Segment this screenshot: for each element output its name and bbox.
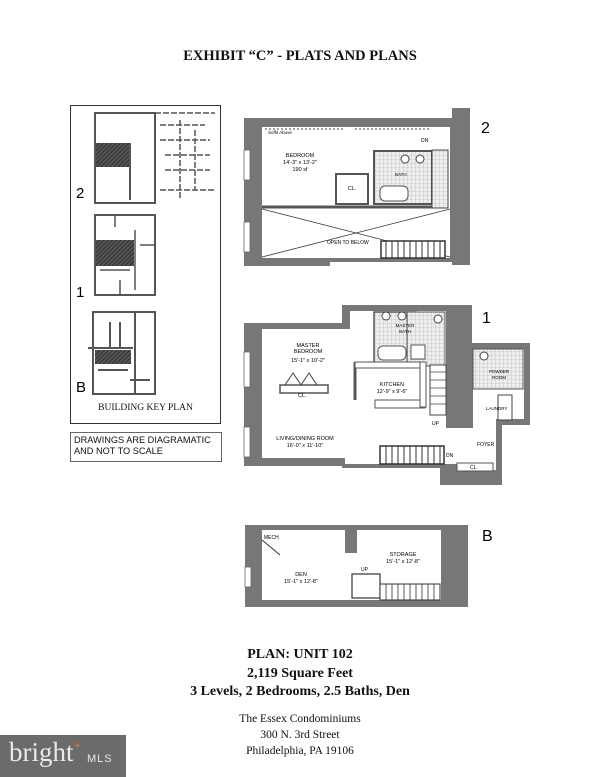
- foyer-closet-label: CL.: [470, 465, 478, 471]
- mech-label: MECH: [264, 535, 279, 541]
- address-block: The Essex Condominiums 300 N. 3rd Street…: [0, 711, 600, 759]
- logo-text: bright: [9, 737, 74, 767]
- level-2-plan: Soffit Above BEDROOM 14'-3" x 13'-2" 190…: [243, 108, 470, 266]
- master-bath-label-2: BATH: [399, 329, 411, 334]
- building-key-plan-box: [70, 105, 221, 424]
- open-to-below-label: OPEN TO BELOW: [327, 240, 369, 246]
- key-level-1: 1: [76, 284, 84, 301]
- level-2-number: 2: [481, 120, 490, 137]
- level-1-plan: MASTER BEDROOM 15'-1" x 10'-2" MASTER BA…: [243, 305, 530, 485]
- laundry-label: LAUNDRY: [486, 406, 507, 411]
- disclaimer-line-2: AND NOT TO SCALE: [74, 446, 163, 456]
- building-key-plan-label: BUILDING KEY PLAN: [98, 403, 193, 413]
- master-bedroom-label-1: MASTER: [297, 343, 320, 349]
- key-level-b: B: [76, 379, 86, 396]
- bath-label: BATH: [395, 172, 407, 177]
- powder-room-label-1: POWDER: [489, 369, 510, 374]
- plan-size: 2,119 Square Feet: [247, 665, 353, 681]
- plan-unit: PLAN: UNIT 102: [247, 647, 353, 662]
- key-plan-level-b: [88, 311, 156, 395]
- den-dims: 15'-1" x 12'-8": [284, 579, 318, 585]
- bedroom-label: BEDROOM: [286, 153, 315, 159]
- key-plan-level-2: [94, 112, 215, 204]
- disclaimer-box: DRAWINGS ARE DIAGRAMATIC AND NOT TO SCAL…: [70, 432, 222, 462]
- master-bedroom-label-2: BEDROOM: [294, 349, 323, 355]
- plan-info: PLAN: UNIT 102 2,119 Square Feet 3 Level…: [0, 646, 600, 702]
- disclaimer-line-1: DRAWINGS ARE DIAGRAMATIC: [74, 435, 211, 445]
- bedroom-dims: 14'-3" x 13'-2": [283, 160, 317, 166]
- key-plan-level-1: [94, 214, 156, 296]
- dn-label: DN: [421, 138, 429, 144]
- plan-summary: 3 Levels, 2 Bedrooms, 2.5 Baths, Den: [190, 684, 410, 699]
- logo-suffix: MLS: [87, 753, 113, 765]
- up-label: UP: [432, 421, 440, 427]
- kitchen-dims: 12'-9" x 9'-6": [377, 389, 408, 395]
- living-dining-label: LIVING/DINING ROOM: [276, 436, 334, 442]
- bright-mls-logo: bright + MLS: [0, 735, 126, 777]
- building-name: The Essex Condominiums: [239, 713, 361, 725]
- living-dining-dims: 16'-0" x 11'-10": [287, 443, 324, 449]
- den-label: DEN: [295, 572, 307, 578]
- logo-plus-icon: +: [74, 738, 81, 752]
- city-state-zip: Philadelphia, PA 19106: [246, 745, 354, 757]
- foyer-label: FOYER: [477, 442, 495, 448]
- key-level-2: 2: [76, 185, 84, 202]
- soffit-label: Soffit Above: [268, 130, 292, 135]
- kitchen-label: KITCHEN: [380, 382, 404, 388]
- master-bedroom-dims: 15'-1" x 10'-2": [291, 358, 325, 364]
- storage-dims: 15'-1" x 12'-8": [386, 559, 420, 565]
- up-label: UP: [361, 567, 369, 573]
- basement-plan: MECH DEN 15'-1" x 12'-8" STORAGE 15'-1" …: [244, 525, 468, 607]
- closet-label: CL.: [298, 393, 307, 399]
- dn-label: DN: [446, 453, 454, 459]
- master-bath-label-1: MASTER: [396, 323, 416, 328]
- storage-label: STORAGE: [390, 552, 417, 558]
- basement-level-label: B: [482, 528, 493, 545]
- closet-label: CL.: [348, 186, 357, 192]
- street-address: 300 N. 3rd Street: [260, 729, 340, 741]
- powder-room-label-2: ROOM: [492, 375, 506, 380]
- bedroom-area: 190 sf: [293, 167, 308, 173]
- page-title: EXHIBIT “C” - PLATS AND PLANS: [183, 48, 417, 64]
- level-1-number: 1: [482, 310, 491, 327]
